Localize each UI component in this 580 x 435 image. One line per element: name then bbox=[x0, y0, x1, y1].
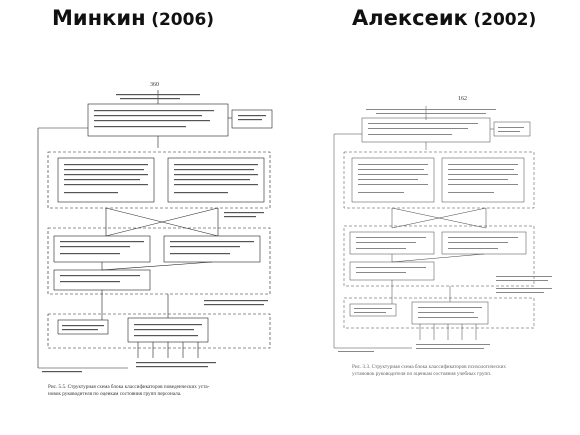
right-diagram-scan bbox=[333, 106, 552, 352]
left-heading: Минкин (2006) bbox=[52, 6, 214, 30]
right-caption-line-1: Рис. 3.3. Структурная схема блока класси… bbox=[352, 364, 507, 370]
right-heading: Алексеик (2002) bbox=[352, 6, 536, 30]
left-caption: Рис. 5.5. Структурная схема блока класси… bbox=[48, 384, 209, 398]
left-caption-line-2: новок руководителя по оценкам состояния … bbox=[48, 391, 182, 398]
left-caption-line-1: Рис. 5.5. Структурная схема блока класси… bbox=[48, 384, 210, 390]
left-author: Минкин bbox=[52, 6, 146, 30]
right-author: Алексеик bbox=[352, 6, 468, 30]
left-diagram-scan bbox=[37, 90, 273, 373]
left-year: (2006) bbox=[151, 10, 215, 30]
right-caption-line-2: установок руководителя по оценкам состоя… bbox=[352, 371, 492, 378]
left-page-number: 360 bbox=[150, 82, 159, 88]
right-caption: Рис. 3.3. Структурная схема блока класси… bbox=[352, 364, 506, 378]
right-year: (2002) bbox=[473, 10, 537, 30]
right-page-number: 162 bbox=[458, 96, 467, 102]
